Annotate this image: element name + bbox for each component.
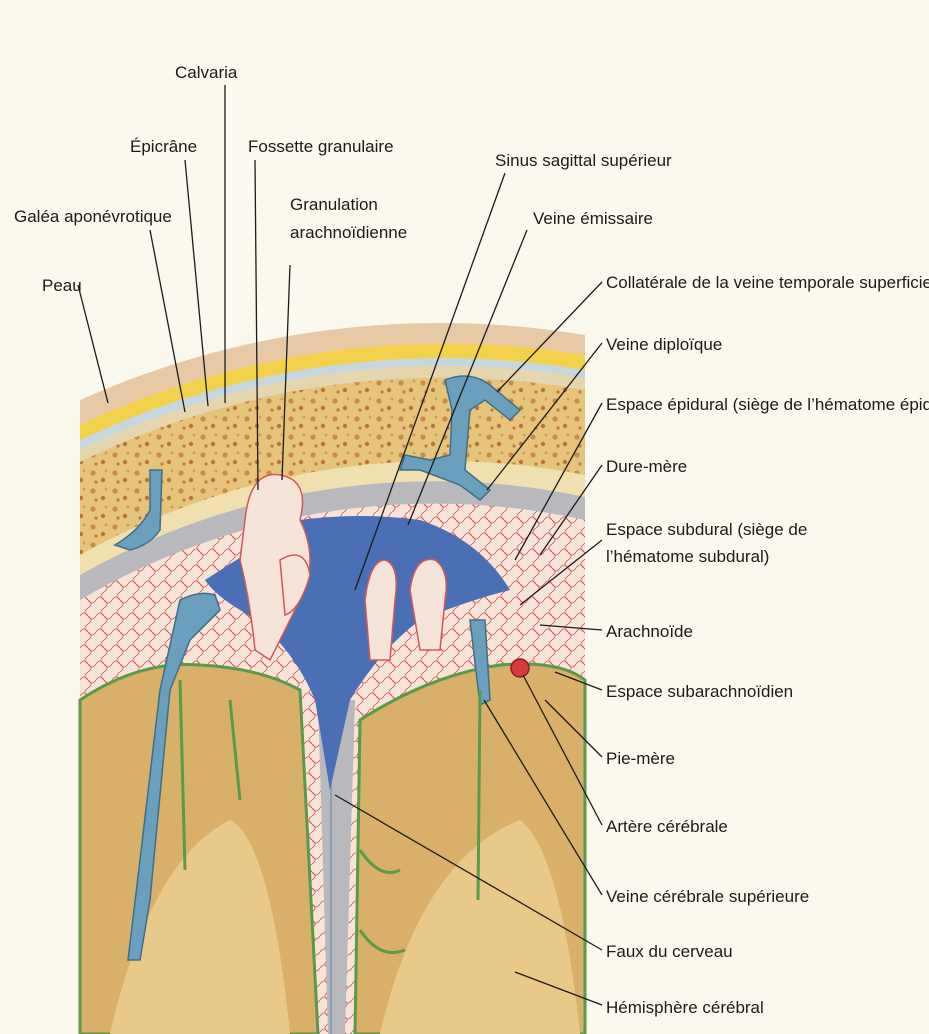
label-artere-cerebrale: Artère cérébrale bbox=[606, 817, 728, 836]
label-galea: Galéa aponévrotique bbox=[14, 207, 172, 226]
label-dure-mere: Dure-mère bbox=[606, 457, 687, 476]
label-espace-epidural: Espace épidural (siège de l’hématome épi… bbox=[606, 395, 929, 414]
label-arachnoide: Arachnoïde bbox=[606, 622, 693, 641]
label-espace-subdural-line1: Espace subdural (siège de bbox=[606, 520, 807, 539]
label-granulation-line1: Granulation bbox=[290, 195, 378, 214]
label-espace-subdural-line2: l’hématome subdural) bbox=[606, 547, 769, 566]
label-collaterale: Collatérale de la veine temporale superf… bbox=[606, 273, 929, 292]
label-espace-subarachnoidien: Espace subarachnoïdien bbox=[606, 682, 793, 701]
label-epicrane: Épicrâne bbox=[130, 137, 197, 156]
label-peau: Peau bbox=[42, 276, 82, 295]
cerebral-artery bbox=[511, 659, 529, 677]
label-veine-cerebrale-sup: Veine cérébrale supérieure bbox=[606, 887, 809, 906]
label-fossette-granulaire: Fossette granulaire bbox=[248, 137, 394, 156]
label-sinus-sagittal: Sinus sagittal supérieur bbox=[495, 151, 672, 170]
label-veine-emissaire: Veine émissaire bbox=[533, 209, 653, 228]
label-calvaria: Calvaria bbox=[175, 63, 238, 82]
label-veine-diploique: Veine diploïque bbox=[606, 335, 722, 354]
label-hemisphere: Hémisphère cérébral bbox=[606, 998, 764, 1017]
label-granulation-line2: arachnoïdienne bbox=[290, 223, 407, 242]
label-pie-mere: Pie-mère bbox=[606, 749, 675, 768]
label-faux-cerveau: Faux du cerveau bbox=[606, 942, 733, 961]
